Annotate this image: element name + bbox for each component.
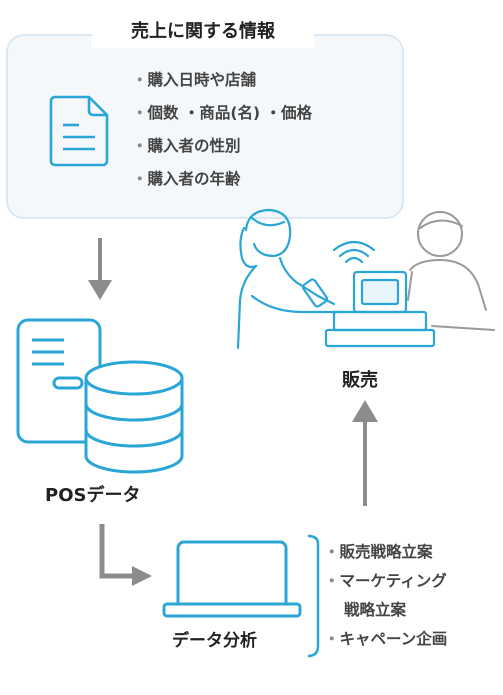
document-icon (49, 95, 109, 167)
use-item-continued: 戦略立案 (344, 601, 407, 619)
arrow-down-icon (88, 238, 112, 300)
cashier-customer-illustration (236, 208, 495, 350)
info-item: 購入日時や店舗 (132, 68, 257, 90)
pos-data-label: POSデータ (45, 485, 141, 506)
arrow-right-icon (99, 524, 152, 586)
info-box-title: 売上に関する情報 (92, 16, 314, 48)
use-item: 販売戦略立案 (324, 540, 433, 562)
server-database-icon (16, 318, 184, 474)
use-item: キャペーン企画 (324, 627, 448, 649)
use-item: マーケティング (324, 569, 447, 591)
info-item: 購入者の年齢 (132, 167, 241, 189)
laptop-icon (162, 540, 302, 618)
bracket (307, 534, 320, 658)
arrow-up-icon (352, 400, 378, 506)
data-analysis-label: データ分析 (172, 631, 257, 651)
info-item: 購入者の性別 (132, 134, 241, 156)
sales-label: 販売 (342, 370, 378, 391)
info-item: 個数 ・商品(名) ・価格 (132, 101, 312, 123)
